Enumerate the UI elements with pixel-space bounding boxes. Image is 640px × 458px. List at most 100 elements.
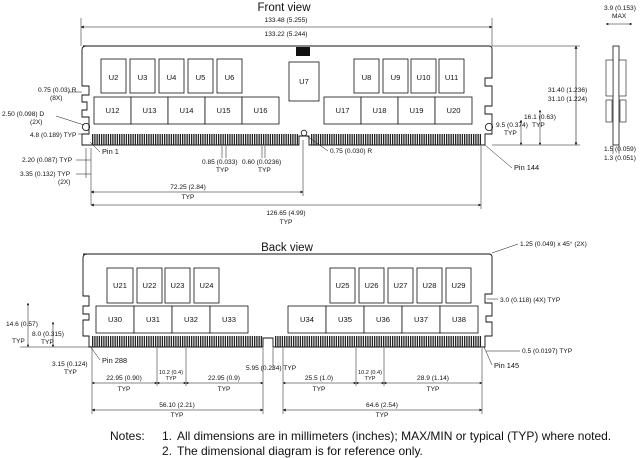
- contact-pin: [141, 336, 143, 347]
- contact-pin: [387, 134, 389, 145]
- contact-pin: [446, 134, 448, 145]
- chip-u23: [164, 267, 191, 304]
- side-profile-view: 3.9 (0.153) MAX 1.5 (0.059) 1.3 (0.051): [604, 5, 636, 162]
- contact-pin: [229, 134, 231, 145]
- contact-pin: [121, 336, 123, 347]
- back-contact-pins: [92, 336, 482, 347]
- chip-u6-label: U6: [225, 73, 235, 82]
- chip-u11-label: U11: [445, 73, 458, 82]
- chip-u3: [129, 58, 156, 94]
- seg-a-typ: TYP: [118, 386, 131, 393]
- contact-pin: [146, 336, 148, 347]
- contact-pin: [407, 134, 410, 145]
- contact-pin: [150, 134, 152, 145]
- contact-pin: [461, 134, 464, 145]
- front-contact-pins: [92, 134, 482, 145]
- chip-u22: [136, 267, 163, 304]
- contact-pin: [220, 134, 222, 145]
- chip-u38: [439, 305, 479, 334]
- pitch-label: 0.85 (0.033): [202, 159, 238, 166]
- contact-pin: [459, 336, 461, 347]
- contact-pin: [245, 336, 247, 347]
- contact-pin: [242, 336, 245, 347]
- contact-pin: [281, 134, 283, 145]
- contact-pin: [130, 336, 132, 347]
- contact-pin: [143, 134, 146, 145]
- left-d1-label: 2.20 (0.087) TYP: [22, 157, 73, 164]
- back-segment-dims: 22.95 (0.90) TYP 10.2 (0.4) TYP 22.95 (0…: [91, 348, 483, 419]
- contact-pin: [306, 336, 308, 347]
- contact-pin: [333, 336, 335, 347]
- contact-pin: [389, 336, 392, 347]
- contact-pin: [448, 134, 450, 145]
- contact-pin: [141, 134, 143, 145]
- chip-u11: [438, 58, 465, 94]
- gap-a-typ: TYP: [166, 376, 177, 382]
- contact-pin: [224, 134, 227, 145]
- contact-pin: [331, 134, 333, 145]
- contact-pin: [251, 134, 254, 145]
- contact-pin: [441, 336, 443, 347]
- contact-pin: [139, 336, 141, 347]
- contact-pin: [401, 336, 403, 347]
- contact-pin: [92, 134, 94, 145]
- contact-pin: [394, 336, 396, 347]
- chip-u8-label: U8: [362, 73, 372, 82]
- contact-pin: [428, 134, 430, 145]
- contact-pin: [457, 336, 459, 347]
- contact-pin: [385, 336, 387, 347]
- contact-pin: [285, 134, 287, 145]
- right-h1-label: 16.1 (0.63): [524, 114, 556, 121]
- contact-pin: [179, 336, 182, 347]
- contact-pin: [371, 336, 374, 347]
- right-h2-typ: TYP: [504, 130, 517, 137]
- contact-pin: [179, 134, 182, 145]
- contact-pin: [258, 134, 260, 145]
- chip-u14: [167, 96, 206, 125]
- contact-pin: [362, 134, 365, 145]
- seg-d-label: 28.9 (1.14): [417, 375, 449, 382]
- contact-pin: [132, 336, 134, 347]
- contact-pin: [331, 336, 333, 347]
- contact-pin: [211, 336, 213, 347]
- contact-pin: [439, 336, 441, 347]
- front-pin-dims: 0.85 (0.033) TYP 0.60 (0.0236) TYP 0.75 …: [202, 135, 372, 174]
- pin145-label: Pin 145: [494, 361, 519, 370]
- contact-pin: [416, 134, 419, 145]
- contact-pin: [430, 336, 432, 347]
- contact-pin: [247, 336, 249, 347]
- contact-pin: [369, 134, 371, 145]
- contact-pin: [326, 134, 329, 145]
- contact-pin: [233, 134, 236, 145]
- contact-pin: [173, 336, 175, 347]
- contact-pin: [425, 134, 428, 145]
- contact-pin: [299, 336, 302, 347]
- chip-u4: [158, 58, 185, 94]
- chip-u27: [387, 267, 414, 304]
- contact-pin: [157, 336, 159, 347]
- notes-block: Notes: 1. All dimensions are in millimet…: [110, 429, 611, 458]
- chip-u14-label: U14: [180, 106, 194, 115]
- contact-pin: [114, 134, 116, 145]
- contact-pin: [168, 134, 170, 145]
- contact-pin: [410, 134, 412, 145]
- contact-pin: [121, 134, 123, 145]
- chip-u4-label: U4: [167, 73, 177, 82]
- contact-pin: [349, 134, 351, 145]
- contact-pin: [254, 134, 256, 145]
- contact-pin: [425, 336, 428, 347]
- contact-pin: [204, 336, 206, 347]
- chip-u20: [434, 96, 473, 125]
- contact-pin: [211, 134, 213, 145]
- contact-pin: [452, 336, 455, 347]
- contact-pin: [177, 134, 179, 145]
- contact-pin: [297, 336, 299, 347]
- contact-pin: [396, 134, 398, 145]
- radius-label: 0.75 (0.03) R: [38, 87, 77, 94]
- contact-pin: [191, 134, 193, 145]
- left-h1-label: 14.6 (0.57): [6, 321, 38, 328]
- contact-pin: [191, 336, 193, 347]
- contact-pin: [143, 336, 146, 347]
- contact-pin: [278, 134, 281, 145]
- front-mount-hole-right: [484, 123, 493, 132]
